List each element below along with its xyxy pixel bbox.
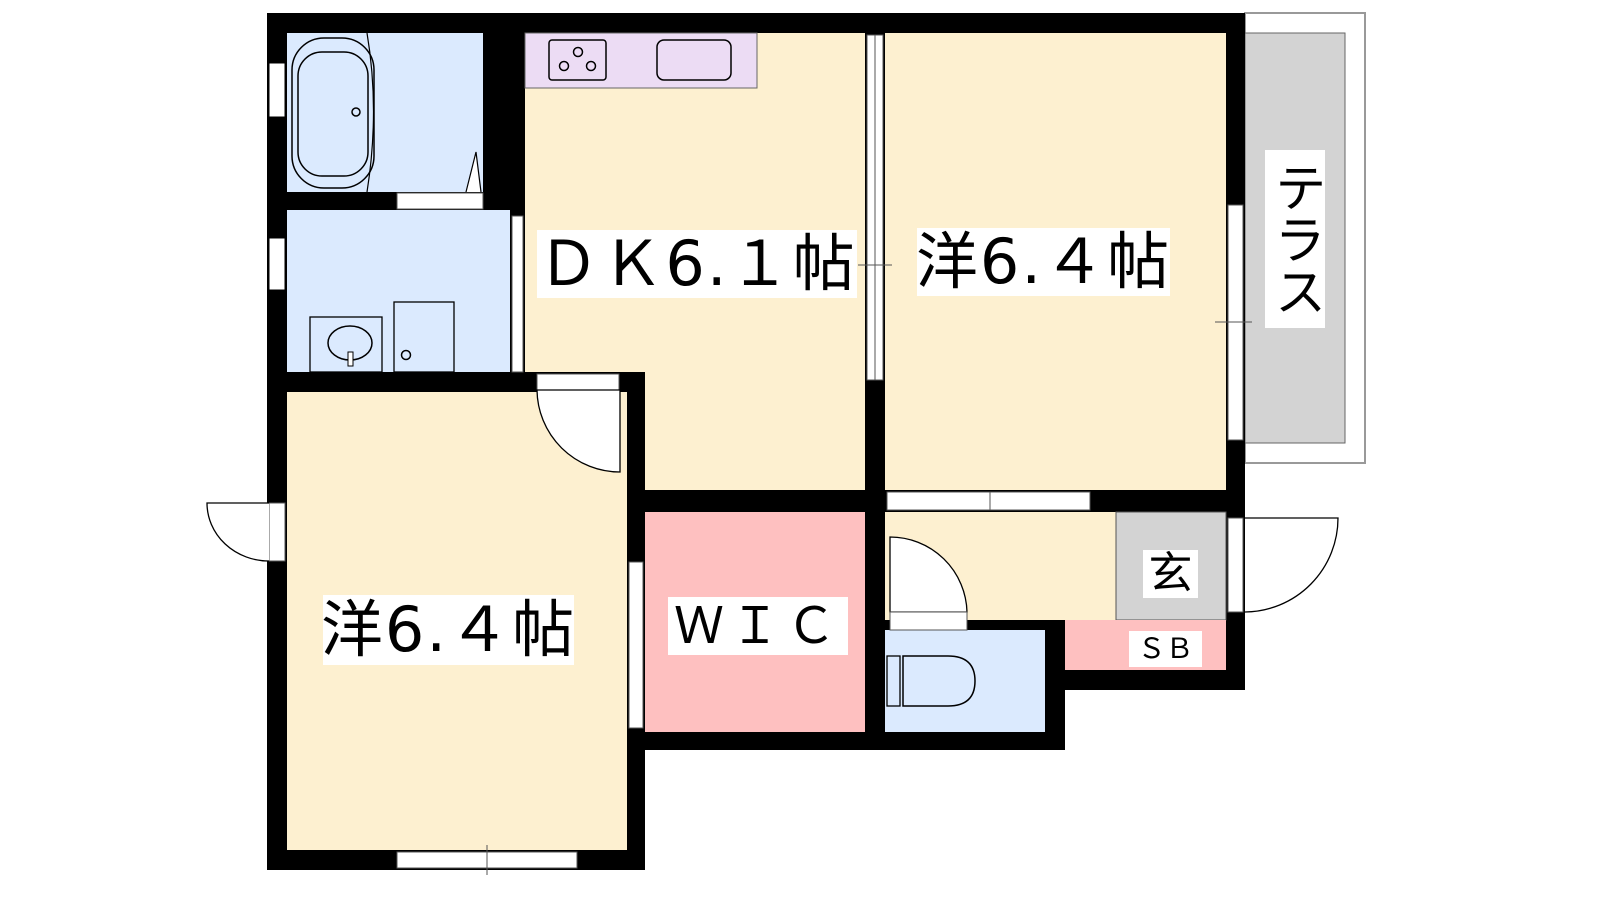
- bathroom: [287, 33, 483, 192]
- door-side-icon: [206, 502, 270, 562]
- kitchen-counter: [524, 32, 758, 89]
- sliding-door-hall: [886, 491, 1091, 511]
- window-bath: [268, 62, 286, 118]
- toilet-icon: [902, 655, 976, 707]
- door-bedroom-left-icon: [536, 389, 621, 473]
- washbasin-icon: [309, 316, 383, 373]
- wic-label: ＷＩＣ: [668, 597, 848, 655]
- sliding-door-wash: [511, 215, 524, 373]
- dk-room: [525, 33, 865, 372]
- front-door-icon: [1244, 517, 1339, 613]
- western-left-label: 洋6.４帖: [320, 593, 577, 666]
- dk-room-lower: [645, 372, 865, 490]
- shoebox-label: ＳＢ: [1129, 631, 1202, 667]
- western-right-label: 洋6.４帖: [915, 225, 1172, 298]
- toilet-room: [885, 630, 1045, 732]
- bath-door-icon: [465, 151, 482, 193]
- window-wash: [268, 237, 286, 291]
- sink-icon: [656, 39, 732, 81]
- dk-label: ＤＫ6.１帖: [537, 227, 857, 300]
- terrace-label: テラス: [1265, 150, 1325, 328]
- washing-machine-icon: [393, 301, 455, 373]
- sliding-door-wic: [628, 561, 644, 729]
- washroom: [287, 210, 510, 372]
- door-toilet-icon: [889, 536, 968, 613]
- stove-icon: [548, 39, 607, 81]
- entrance-label: 玄: [1143, 550, 1198, 598]
